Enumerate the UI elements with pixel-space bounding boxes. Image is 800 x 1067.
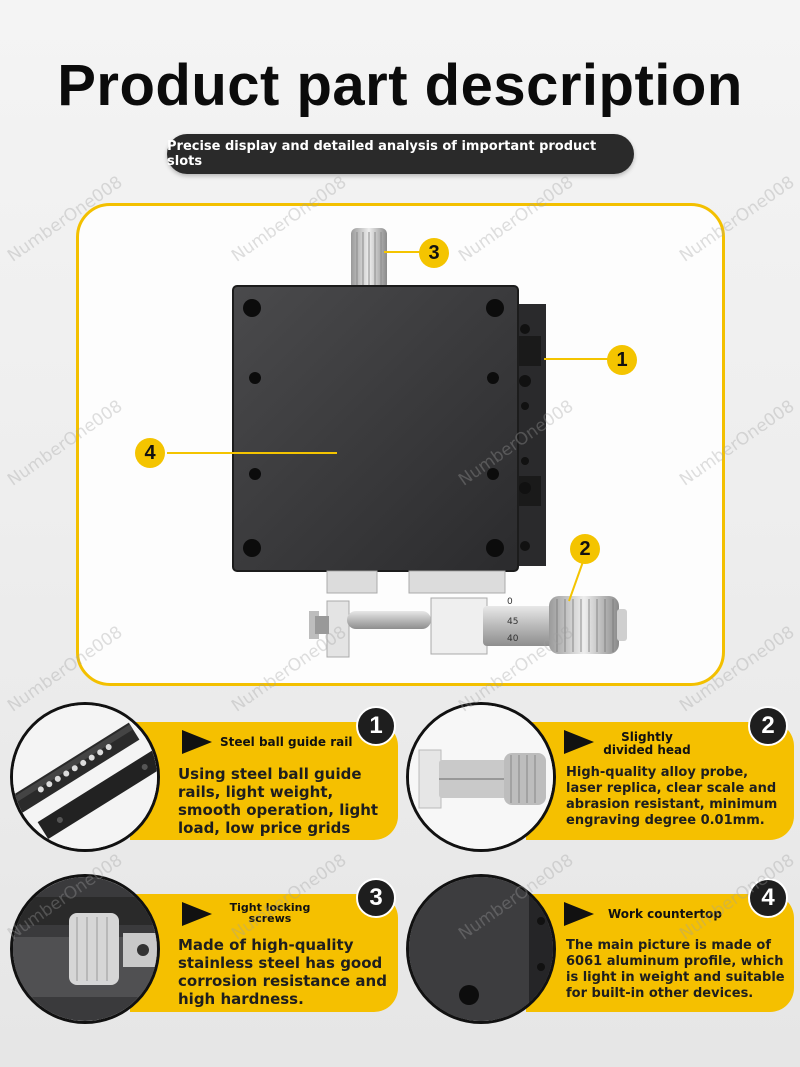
micrometer-scale-top: 0 xyxy=(507,597,513,607)
card-description: The main picture is made of 6061 aluminu… xyxy=(566,938,785,1001)
card-heading: Steel ball guide rail xyxy=(220,735,353,749)
card-heading-line1: Slightly xyxy=(621,730,673,744)
card-heading: Tight locking screws xyxy=(220,902,320,924)
callout-4: 4 xyxy=(135,438,165,468)
callout-3: 3 xyxy=(419,238,449,268)
xy-stage-illustration: 0 45 40 xyxy=(167,228,627,658)
card-description: Made of high-quality stainless steel has… xyxy=(178,936,387,1008)
card-heading-line2: divided head xyxy=(603,743,691,757)
arrow-icon xyxy=(564,902,594,926)
card-heading-line2: screws xyxy=(248,912,292,925)
card-description: Using steel ball guide rails, light weig… xyxy=(178,765,379,837)
detail-card-3: Tight locking screws 3 Made of high-qual… xyxy=(10,874,398,1024)
card-number-badge: 3 xyxy=(356,878,396,918)
card-heading-line1: Tight locking xyxy=(229,901,311,914)
card-image-work-countertop xyxy=(406,874,556,1024)
subtitle-pill: Precise display and detailed analysis of… xyxy=(167,134,634,174)
card-image-locking-screw xyxy=(10,874,160,1024)
arrow-icon xyxy=(182,730,212,754)
card-image-micrometer-head xyxy=(406,702,556,852)
arrow-icon xyxy=(564,730,594,754)
micrometer-scale-low: 40 xyxy=(507,634,519,644)
detail-card-4: Work countertop 4 The main picture is ma… xyxy=(406,874,794,1024)
card-heading: Slightly divided head xyxy=(602,731,692,757)
card-band xyxy=(130,722,398,840)
card-heading: Work countertop xyxy=(608,907,722,921)
card-number-badge: 1 xyxy=(356,706,396,746)
callout-2: 2 xyxy=(570,534,600,564)
arrow-icon xyxy=(182,902,212,926)
card-number-badge: 4 xyxy=(748,878,788,918)
card-description: High-quality alloy probe, laser replica,… xyxy=(566,765,778,828)
detail-card-2: Slightly divided head 2 High-quality all… xyxy=(406,702,794,852)
subtitle-text: Precise display and detailed analysis of… xyxy=(167,139,597,169)
card-number-badge: 2 xyxy=(748,706,788,746)
card-image-guide-rail xyxy=(10,702,160,852)
micrometer-scale-mid: 45 xyxy=(507,617,518,627)
detail-card-1: Steel ball guide rail 1 Using steel ball… xyxy=(10,702,398,852)
card-band xyxy=(130,894,398,1012)
main-product-frame: 0 45 40 3 1 2 4 xyxy=(76,203,725,686)
callout-1: 1 xyxy=(607,345,637,375)
page-title: Product part description xyxy=(57,53,743,118)
